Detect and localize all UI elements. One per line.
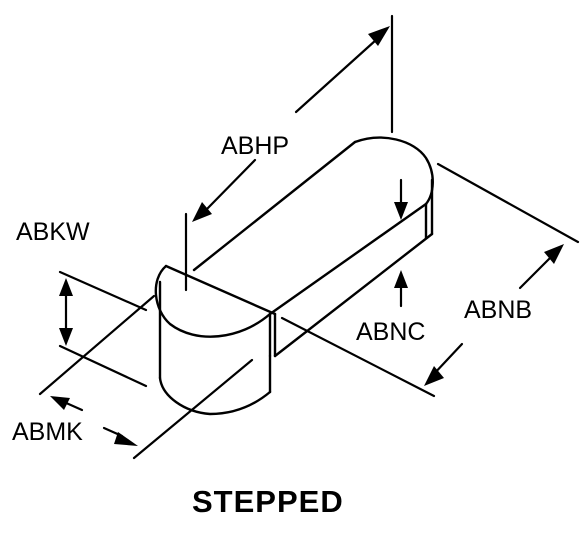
abnb-arrowhead-lower [424,366,444,386]
abhp-arrowhead-upper [368,26,390,46]
abnc-label: ABNC [356,318,425,346]
abnb-label: ABNB [464,296,532,324]
abnb-dimension-line-upper [518,254,554,290]
dimension-abkw: ABKW [16,218,148,388]
abnb-extension-upper [436,162,580,244]
abkw-extension-upper [58,270,148,312]
figure-caption: STEPPED [192,484,344,519]
abmk-extension-left [38,294,156,396]
abhp-dimension-line-upper [294,38,378,114]
far-end-top-arc [353,136,434,206]
step-top-edge [164,264,277,316]
top-face-front-edge [268,202,428,316]
near-end-bottom-arc [158,376,272,416]
dimension-abnb: ABNB [280,162,580,398]
abnc-arrowhead-lower [394,270,408,288]
abnb-arrowhead-upper [544,244,564,264]
near-end-top-arc [154,264,272,338]
abmk-arrowhead-right [114,432,138,446]
abmk-arrowhead-left [50,396,70,410]
dimension-abnc: ABNC [356,178,425,346]
dimension-abmk: ABMK [12,294,254,460]
top-face-back-edge [192,140,357,272]
abkw-extension-lower [58,344,148,388]
abmk-extension-right [132,358,254,460]
abhp-arrowhead-lower [192,202,212,222]
abnb-extension-lower [280,316,436,398]
abmk-label: ABMK [12,418,83,446]
abkw-arrowhead-bottom [59,328,73,346]
abhp-label: ABHP [221,132,289,160]
dimension-abhp: ABHP [184,14,394,292]
key-body [154,136,434,416]
abnc-arrowhead-upper [394,202,408,220]
abkw-label: ABKW [16,218,90,246]
abkw-arrowhead-top [59,278,73,296]
abhp-dimension-line-lower [204,158,257,212]
bottom-front-edge [273,232,434,358]
